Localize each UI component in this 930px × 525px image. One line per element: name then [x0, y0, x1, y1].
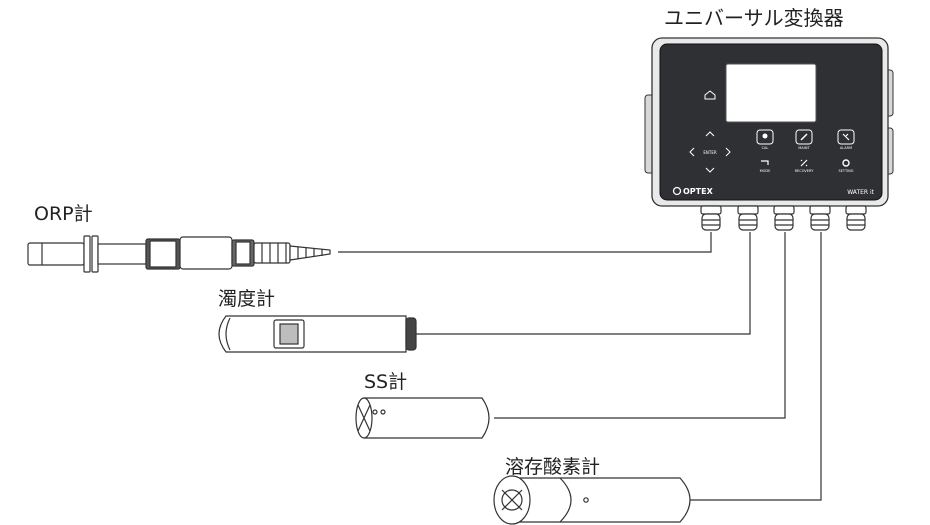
cal-label: CAL: [762, 146, 769, 150]
cable-glands: [700, 205, 867, 231]
universal-converter: ENTER CAL MAINT ALARM MODE RECOVERY: [644, 37, 894, 231]
gear-icon: [842, 159, 850, 167]
recovery-label: RECOVERY: [795, 169, 815, 173]
alarm-button: [837, 129, 855, 145]
cable-turbidity: [416, 232, 751, 335]
turbidity-sensor: [218, 315, 417, 353]
orp-label: ORP計: [34, 203, 93, 225]
turbidity-label: 濁度計: [218, 288, 276, 310]
maint-button: [795, 129, 813, 145]
ss-label: SS計: [364, 371, 408, 393]
right-arrow-icon: [725, 147, 731, 157]
cable-do: [688, 232, 822, 501]
gland-4: [809, 205, 831, 231]
cable-ss: [494, 232, 786, 419]
cal-button: [756, 129, 774, 145]
do-sensor: [493, 475, 691, 525]
orp-sensor: [27, 235, 331, 273]
display-screen: [725, 63, 817, 123]
nav-arrows: [689, 131, 731, 173]
brand-label: OPTEX: [683, 187, 714, 196]
gland-3: [773, 205, 795, 231]
alarm-icon: [842, 133, 850, 141]
maint-label: MAINT: [798, 146, 810, 150]
cables: [338, 232, 822, 501]
bottom-buttons: MODE RECOVERY SETTING: [760, 159, 854, 173]
gland-2: [737, 205, 759, 231]
gland-5: [845, 205, 867, 231]
wrench-icon: [800, 133, 808, 141]
up-arrow-icon: [705, 131, 715, 137]
mode-icon: [761, 160, 769, 165]
recovery-icon: [800, 159, 808, 167]
cal-icon: [762, 133, 768, 139]
top-buttons: CAL MAINT ALARM: [756, 129, 855, 150]
nav-enter-label: ENTER: [703, 150, 716, 155]
mode-label: MODE: [760, 169, 771, 173]
optex-logo-icon: [672, 186, 682, 196]
down-arrow-icon: [705, 167, 715, 173]
converter-title: ユニバーサル変換器: [664, 6, 844, 30]
model-label: WATER it: [847, 189, 874, 196]
home-icon: [704, 90, 716, 100]
cable-orp: [338, 232, 712, 253]
left-arrow-icon: [689, 147, 695, 157]
ss-sensor: [355, 397, 490, 439]
alarm-label: ALARM: [840, 146, 852, 150]
do-label: 溶存酸素計: [505, 456, 601, 478]
setting-label: SETTING: [838, 169, 853, 173]
gland-1: [700, 205, 722, 231]
